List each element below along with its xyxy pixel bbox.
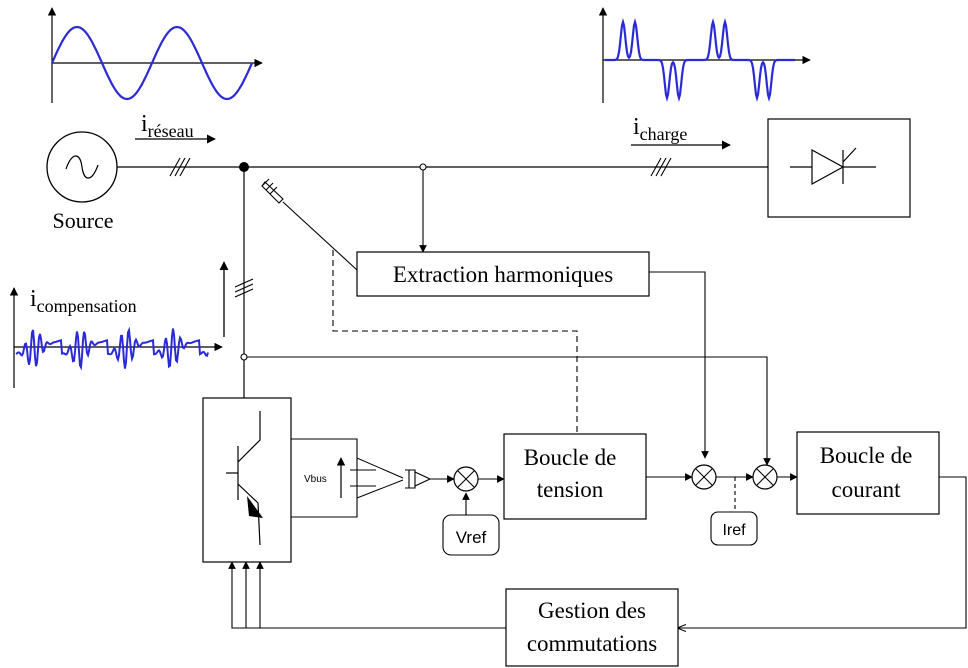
thyristor-icon (790, 147, 876, 186)
voltage-summing-junction (453, 466, 479, 492)
sine-waveform-plot (47, 7, 263, 103)
boucle-courant-line1: Boucle de (820, 443, 913, 468)
iref-label: Iref (722, 522, 746, 539)
vbus-label: Vbus (304, 474, 327, 485)
source-label: Source (52, 208, 113, 233)
vref-label: Vref (456, 528, 487, 547)
dashed-sync-line (332, 250, 578, 434)
i-compensation-label: icompensation (30, 286, 137, 316)
harmonic-summing-junction (691, 464, 717, 490)
capacitor-icon (350, 469, 376, 487)
sine-wave (50, 25, 254, 101)
nonlinear-load-block (767, 118, 911, 218)
iref-box (710, 511, 758, 546)
voltage-probe-icon (405, 469, 432, 489)
gestion-line1: Gestion des (538, 598, 646, 623)
three-phase-ticks-left (169, 157, 191, 177)
extraction-harmoniques-block (356, 251, 650, 297)
current-probe-icon (261, 178, 284, 204)
i-charge-label: icharge (633, 114, 687, 144)
three-phase-ticks-vertical (234, 278, 254, 298)
load-current-wave (605, 17, 795, 103)
three-phase-ticks-right (650, 157, 672, 177)
emitter-arrow (247, 496, 263, 518)
boucle-tension-line2: tension (537, 477, 604, 502)
gate-signal-lines (228, 561, 506, 629)
extraction-label: Extraction harmoniques (393, 262, 613, 287)
igbt-transistor-icon (226, 411, 261, 546)
pwm-command-line (678, 476, 967, 628)
i-reseau-label: iréseau (141, 111, 194, 141)
ac-source (46, 131, 118, 203)
boucle-tension-line1: Boucle de (524, 445, 617, 470)
current-feedback-line (247, 356, 771, 466)
load-current-waveform-plot (598, 7, 811, 103)
vref-box (442, 514, 500, 556)
boucle-courant-line2: courant (832, 477, 902, 502)
boucle-courant-block (796, 431, 940, 515)
harmonic-reference-line (649, 271, 709, 459)
compensation-waveform-plot (9, 287, 223, 388)
gestion-line2: commutations (527, 631, 657, 656)
dc-bus-box (291, 438, 358, 518)
inverter-block (202, 397, 292, 563)
current-summing-junction (752, 464, 778, 490)
compensation-wave (15, 326, 209, 371)
measurement-tap (419, 163, 427, 171)
boucle-tension-block (503, 433, 647, 520)
